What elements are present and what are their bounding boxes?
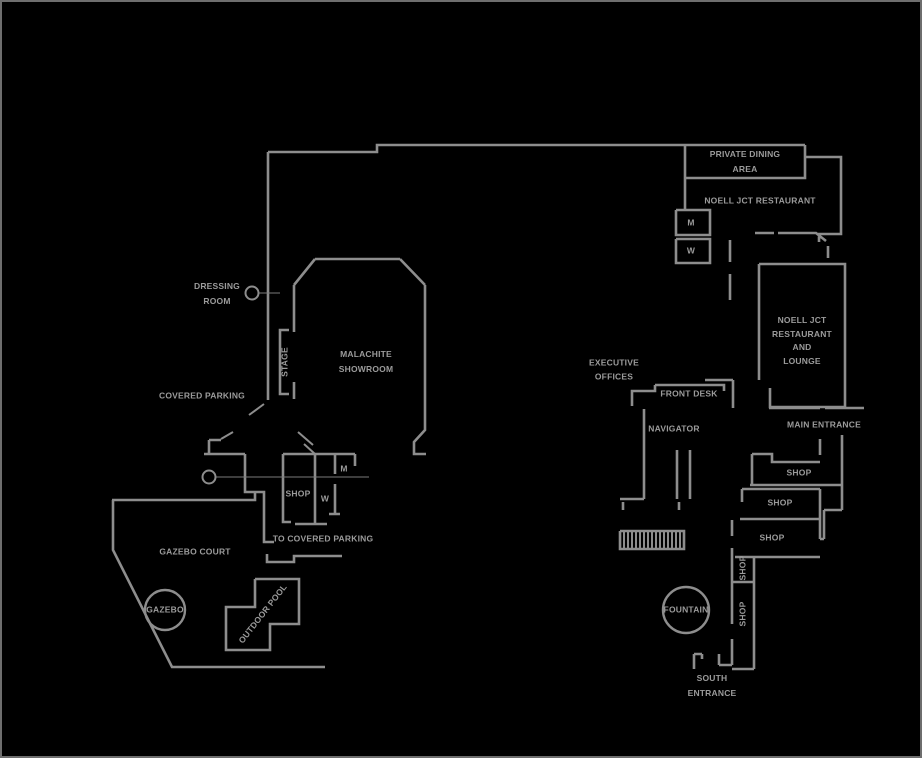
- noell-jct-restaurant-lounge-label: NOELL JCT RESTAURANT AND LOUNGE: [772, 315, 832, 366]
- shop-east-middle-label: SHOP: [767, 497, 793, 508]
- stairs-icon: [623, 532, 681, 548]
- private-dining-line1: PRIVATE DINING: [709, 149, 781, 159]
- dressing-room-door-circle: [244, 285, 260, 301]
- covered-parking-label: COVERED PARKING: [159, 390, 245, 401]
- malachite-showroom-label: MALACHITE SHOWROOM: [338, 349, 394, 374]
- shop-east-upper-label: SHOP: [786, 467, 812, 478]
- shop-corridor-lower-label: SHOP: [737, 601, 748, 627]
- south-entrance-label: SOUTH ENTRANCE: [687, 673, 737, 698]
- shop-corridor-upper-label: SHOP: [737, 555, 748, 581]
- upper-womens-restroom-label: W: [686, 245, 696, 256]
- fountain-label: FOUNTAIN: [663, 604, 709, 615]
- showroom-shop-label: SHOP: [285, 488, 311, 499]
- gazebo-court-label: GAZEBO COURT: [159, 546, 231, 557]
- dressing-room-label: DRESSING ROOM: [194, 281, 240, 306]
- main-entrance-label: MAIN ENTRANCE: [787, 419, 861, 430]
- walls-path: [111, 143, 864, 671]
- private-dining-area-label: PRIVATE DINING AREA: [710, 147, 781, 177]
- gazebo-circle: [143, 588, 187, 632]
- navigator-label: NAVIGATOR: [648, 423, 700, 434]
- front-desk-label: FRONT DESK: [660, 388, 718, 399]
- upper-mens-restroom-label: M: [687, 217, 695, 228]
- door-swing-path: [220, 403, 316, 455]
- corridor-door-circle: [201, 469, 217, 485]
- private-dining-line2: AREA: [732, 164, 758, 174]
- lower-womens-restroom-label: W: [320, 493, 330, 504]
- gazebo-label: GAZEBO: [146, 604, 184, 615]
- executive-offices-label: EXECUTIVE OFFICES: [589, 357, 639, 382]
- lower-mens-restroom-label: M: [340, 463, 348, 474]
- shop-east-lower-label: SHOP: [759, 532, 785, 543]
- noell-jct-restaurant-label: NOELL JCT RESTAURANT: [704, 195, 816, 206]
- stage-label: STAGE: [279, 347, 290, 377]
- fountain-circle: [661, 585, 711, 635]
- thin-line-path: [216, 292, 369, 478]
- to-covered-parking-label: TO COVERED PARKING: [272, 533, 374, 544]
